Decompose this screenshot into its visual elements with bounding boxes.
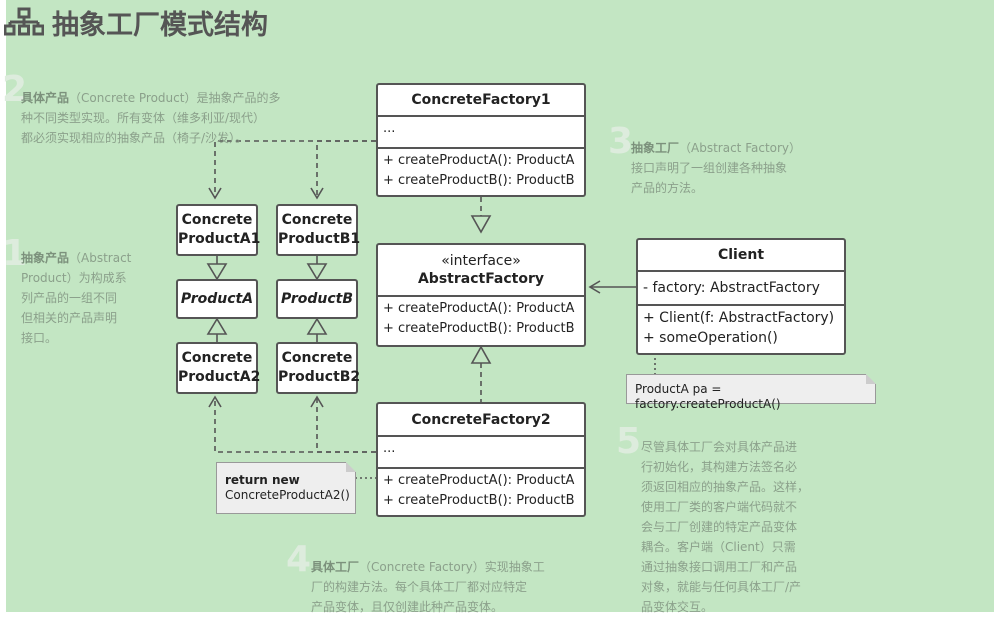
step-number-3: 3 <box>608 121 634 162</box>
note-bold: 抽象工厂 <box>631 141 680 155</box>
method-text: + createProductB(): ProductB <box>383 173 575 188</box>
product-label: Concrete <box>181 350 253 366</box>
client-box: Client - factory: AbstractFactory + Clie… <box>636 238 846 355</box>
methods-section: + createProductA(): ProductA + createPro… <box>378 467 584 513</box>
note-line: 行初始化，其构建方法签名必 <box>641 460 798 474</box>
concrete-product-b1-box: Concrete ProductB1 <box>276 204 361 256</box>
concrete-product-a2-box: Concrete ProductA2 <box>176 342 261 394</box>
note-line: 但相关的产品声明 <box>21 311 118 325</box>
product-label: ProductA <box>180 290 254 307</box>
stereotype: «interface» <box>441 253 521 269</box>
class-name: ConcreteFactory1 <box>411 92 551 108</box>
page-edge <box>6 612 994 617</box>
note-1: 抽象产品（Abstract Product）为构成系 列产品的一组不同 但相关的… <box>21 248 161 348</box>
note-line: 接口。 <box>21 331 58 345</box>
class-name: Client <box>717 247 765 263</box>
note-4: 具体工厂（Concrete Factory）实现抽象工 厂的构建方法。每个具体工… <box>311 557 581 617</box>
note-line: 都必须实现相应的抽象产品（椅子/沙发）。 <box>21 131 248 145</box>
note-line: （Concrete Factory）实现抽象工 <box>359 560 545 574</box>
product-label: ProductB1 <box>278 231 361 247</box>
note-line: Product）为构成系 <box>21 271 127 285</box>
note-line: 须返回相应的抽象产品。这样， <box>641 480 810 494</box>
concrete-product-b2-box: Concrete ProductB2 <box>276 342 361 394</box>
step-number-1: 1 <box>2 233 28 274</box>
method-text: + createProductA(): ProductA <box>383 301 575 316</box>
fields-section: ... <box>378 435 584 467</box>
note-line: 产品变体，且仅创建此种产品变体。 <box>311 600 504 614</box>
code-text: ProductA pa = factory.createProductA() <box>635 382 781 411</box>
note-line: 会与工厂创建的特定产品变体 <box>641 520 798 534</box>
concrete-factory1-box: ConcreteFactory1 ... + createProductA():… <box>376 83 586 197</box>
product-label: Concrete <box>281 212 353 228</box>
note-line: 厂的构建方法。每个具体工厂都对应特定 <box>311 580 528 594</box>
step-number-4: 4 <box>286 539 312 580</box>
note-line: 种不同类型实现。所有变体（维多利亚/现代） <box>21 111 266 125</box>
method-text: + createProductA(): ProductA <box>383 153 575 168</box>
hierarchy-icon <box>4 7 44 36</box>
class-header: «interface» AbstractFactory <box>378 245 584 295</box>
note-line: 品变体交互。 <box>641 600 714 614</box>
methods-section: + createProductA(): ProductA + createPro… <box>378 147 584 193</box>
method-text: + createProductB(): ProductB <box>383 321 575 336</box>
note-bold: 具体工厂 <box>311 560 360 574</box>
class-name: ConcreteFactory2 <box>411 411 551 428</box>
fields-section: - factory: AbstractFactory <box>638 270 844 304</box>
method-text: + someOperation() <box>643 330 778 346</box>
note-3: 抽象工厂（Abstract Factory） 接口声明了一组创建各种抽象 产品的… <box>631 138 831 198</box>
methods-section: + Client(f: AbstractFactory) + someOpera… <box>638 304 844 350</box>
client-code-note: ProductA pa = factory.createProductA() <box>626 374 876 411</box>
note-line: 对象，就能与任何具体工厂/产 <box>641 580 802 594</box>
note-line: 产品的方法。 <box>631 181 704 195</box>
abstract-factory-box: «interface» AbstractFactory + createProd… <box>376 243 586 347</box>
product-b-interface-box: ProductB <box>276 279 358 319</box>
page-title: 抽象工厂模式结构 <box>4 4 268 41</box>
note-line: （Abstract Factory） <box>679 141 802 155</box>
page-fold-icon <box>866 374 876 384</box>
method-text: + createProductB(): ProductB <box>383 493 575 508</box>
methods-section: + createProductA(): ProductA + createPro… <box>378 295 584 341</box>
note-2: 具体产品（Concrete Product）是抽象产品的多 种不同类型实现。所有… <box>21 88 321 148</box>
step-number-2: 2 <box>2 69 28 110</box>
product-label: Concrete <box>181 212 253 228</box>
factory2-code-note: return new ConcreteProductA2() <box>216 462 356 514</box>
title-text: 抽象工厂模式结构 <box>52 9 268 41</box>
product-label: ProductB <box>280 290 353 307</box>
product-a-interface-box: ProductA <box>176 279 258 319</box>
field-text: ... <box>383 441 396 456</box>
note-bold: 抽象产品 <box>21 251 70 265</box>
note-line: 通过抽象接口调用工厂和产品 <box>641 560 798 574</box>
product-label: ProductB2 <box>278 369 361 385</box>
product-label: Concrete <box>281 350 353 366</box>
product-label: ProductA1 <box>178 231 261 247</box>
note-line: 使用工厂类的客户端代码就不 <box>641 500 798 514</box>
concrete-factory2-box: ConcreteFactory2 ... + createProductA():… <box>376 402 586 517</box>
note-line: （Concrete Product）是抽象产品的多 <box>69 91 281 105</box>
fields-section: ... <box>378 115 584 147</box>
note-line: 接口声明了一组创建各种抽象 <box>631 161 788 175</box>
note-line: 耦合。客户端（Client）只需 <box>641 540 796 554</box>
note-line: 尽管具体工厂会对具体产品进 <box>641 440 798 454</box>
product-label: ProductA2 <box>178 369 261 385</box>
method-text: + createProductA(): ProductA <box>383 473 575 488</box>
note-line: 列产品的一组不同 <box>21 291 118 305</box>
field-text: - factory: AbstractFactory <box>643 280 820 296</box>
method-text: + Client(f: AbstractFactory) <box>643 310 835 326</box>
note-5: 尽管具体工厂会对具体产品进 行初始化，其构建方法签名必 须返回相应的抽象产品。这… <box>641 437 841 617</box>
concrete-product-a1-box: Concrete ProductA1 <box>176 204 261 256</box>
page-fold-icon <box>346 462 356 472</box>
note-line: （Abstract <box>69 251 132 265</box>
class-name: AbstractFactory <box>417 271 545 287</box>
code-text: ConcreteProductA2() <box>225 488 350 502</box>
note-bold: 具体产品 <box>21 91 70 105</box>
step-number-5: 5 <box>616 421 642 462</box>
code-text: return new <box>225 473 300 487</box>
field-text: ... <box>383 121 396 136</box>
